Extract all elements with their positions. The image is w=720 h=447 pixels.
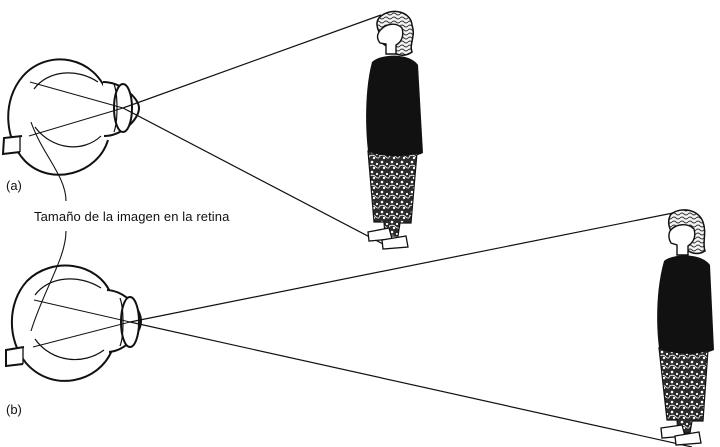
person-a	[366, 10, 423, 250]
eye-b	[5, 264, 143, 382]
eye-a	[1, 58, 141, 176]
rays-a	[28, 14, 384, 245]
panel-a-label: (a)	[6, 178, 22, 193]
panel-b-label: (b)	[6, 402, 22, 417]
retina-pointer-lines	[30, 121, 67, 332]
retina-image-size-label: Tamaño de la imagen en la retina	[34, 209, 230, 224]
rays-b	[32, 209, 693, 447]
person-b	[657, 209, 714, 446]
